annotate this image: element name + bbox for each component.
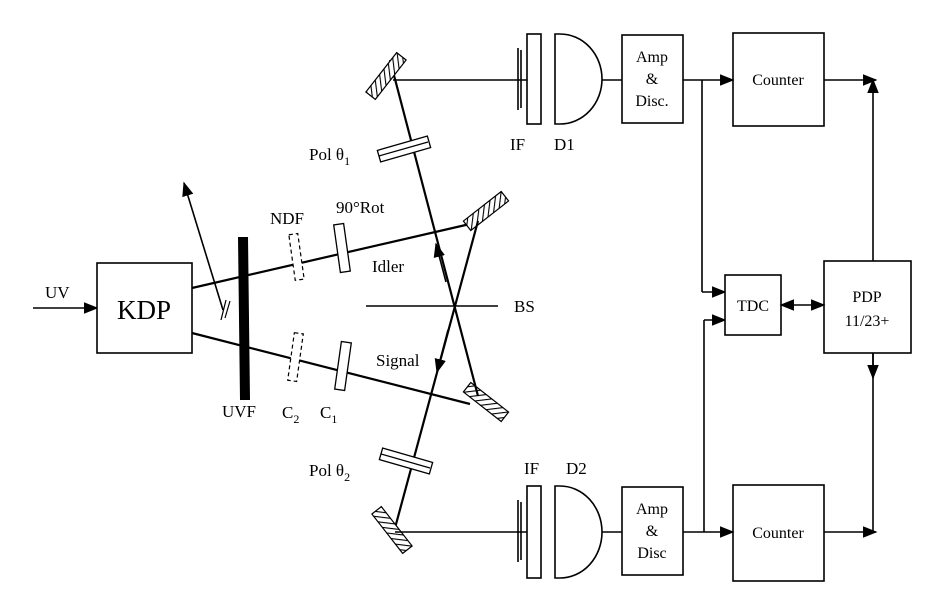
interference-filter-top [517,33,542,125]
counter-top [732,32,825,127]
rot-label: 90°Rot [336,198,385,217]
pdp-line1: PDP [852,289,881,306]
detector-d2 [554,485,603,579]
ndf-label: NDF [270,209,304,228]
detector-d1 [554,33,603,125]
c1-label: C1 [320,403,337,426]
signal-label: Signal [376,351,420,370]
crossing-beam-a [393,220,480,529]
crossing-arrows [433,242,449,374]
counter-bottom [732,484,825,582]
signal-beam [191,331,471,406]
if-top-label: IF [510,135,525,154]
d1-label: D1 [554,135,575,154]
compensator-c1 [333,340,353,392]
amp-top-line1: Amp [636,49,668,66]
if-bottom-label: IF [524,459,539,478]
pol1-label: Pol θ1 [309,145,350,168]
pdp-box [823,260,912,354]
counter-bottom-to-pdp [824,353,879,538]
amp-bot-line2: & [646,523,659,540]
idler-label: Idler [372,257,404,276]
mirror-top [365,51,407,101]
polarizer-2 [378,447,434,475]
mirror-bottom [371,505,413,555]
counter-bottom-label: Counter [752,525,804,542]
pickoff-mirror [182,181,231,321]
amp-disc-top [621,34,684,124]
uvf-label: UVF [222,402,256,421]
rotator-plate [332,222,352,274]
interference-filter-bottom [517,485,542,579]
amp-top-line3: Disc. [635,93,668,110]
tdc-label: TDC [737,298,769,315]
amp-bot-line1: Amp [636,501,668,518]
amp-bot-line3: Disc [637,545,666,562]
counter-top-to-pdp [824,74,879,261]
d2-label: D2 [566,459,587,478]
crossing-beam-b [388,59,480,397]
pdp-line2: 11/23+ [845,313,890,330]
c2-label: C2 [282,403,299,426]
tdc-box [724,274,782,336]
kdp-crystal [96,262,193,354]
kdp-label: KDP [117,295,171,325]
mirror-idler-right [462,190,510,232]
mirror-signal-right [462,381,510,423]
polarizer-1 [376,135,432,163]
uv-filter [238,237,250,400]
tap-top-to-tdc [701,80,727,298]
idler-beam [191,222,471,290]
amp-disc-bottom [621,486,684,576]
bs-label: BS [514,297,535,316]
counter-top-label: Counter [752,72,804,89]
amp-top-line2: & [646,71,659,88]
ndf-filter [288,232,305,282]
tap-bottom-to-tdc [703,314,727,532]
compensator-c2 [287,331,304,383]
pol2-label: Pol θ2 [309,461,350,484]
uv-label: UV [45,283,70,302]
